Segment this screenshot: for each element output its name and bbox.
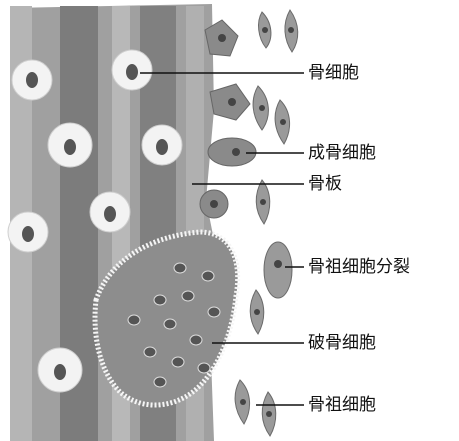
osteocyte [112,50,152,90]
label-osteoprogenitor-dividing: 骨祖细胞分裂 [308,257,410,277]
label-bone-lamella: 骨板 [308,174,342,194]
label-osteoblast: 成骨细胞 [308,143,376,163]
osteocyte [48,123,92,167]
label-osteoprogenitor: 骨祖细胞 [308,395,376,415]
label-osteoclast: 破骨细胞 [308,333,376,353]
osteocyte [90,192,130,232]
osteoprogenitor-cells [235,10,298,436]
label-osteocyte: 骨细胞 [308,63,359,83]
osteocyte [12,60,52,100]
osteocyte [142,125,182,165]
osteocyte [38,348,82,392]
osteocyte [8,212,48,252]
